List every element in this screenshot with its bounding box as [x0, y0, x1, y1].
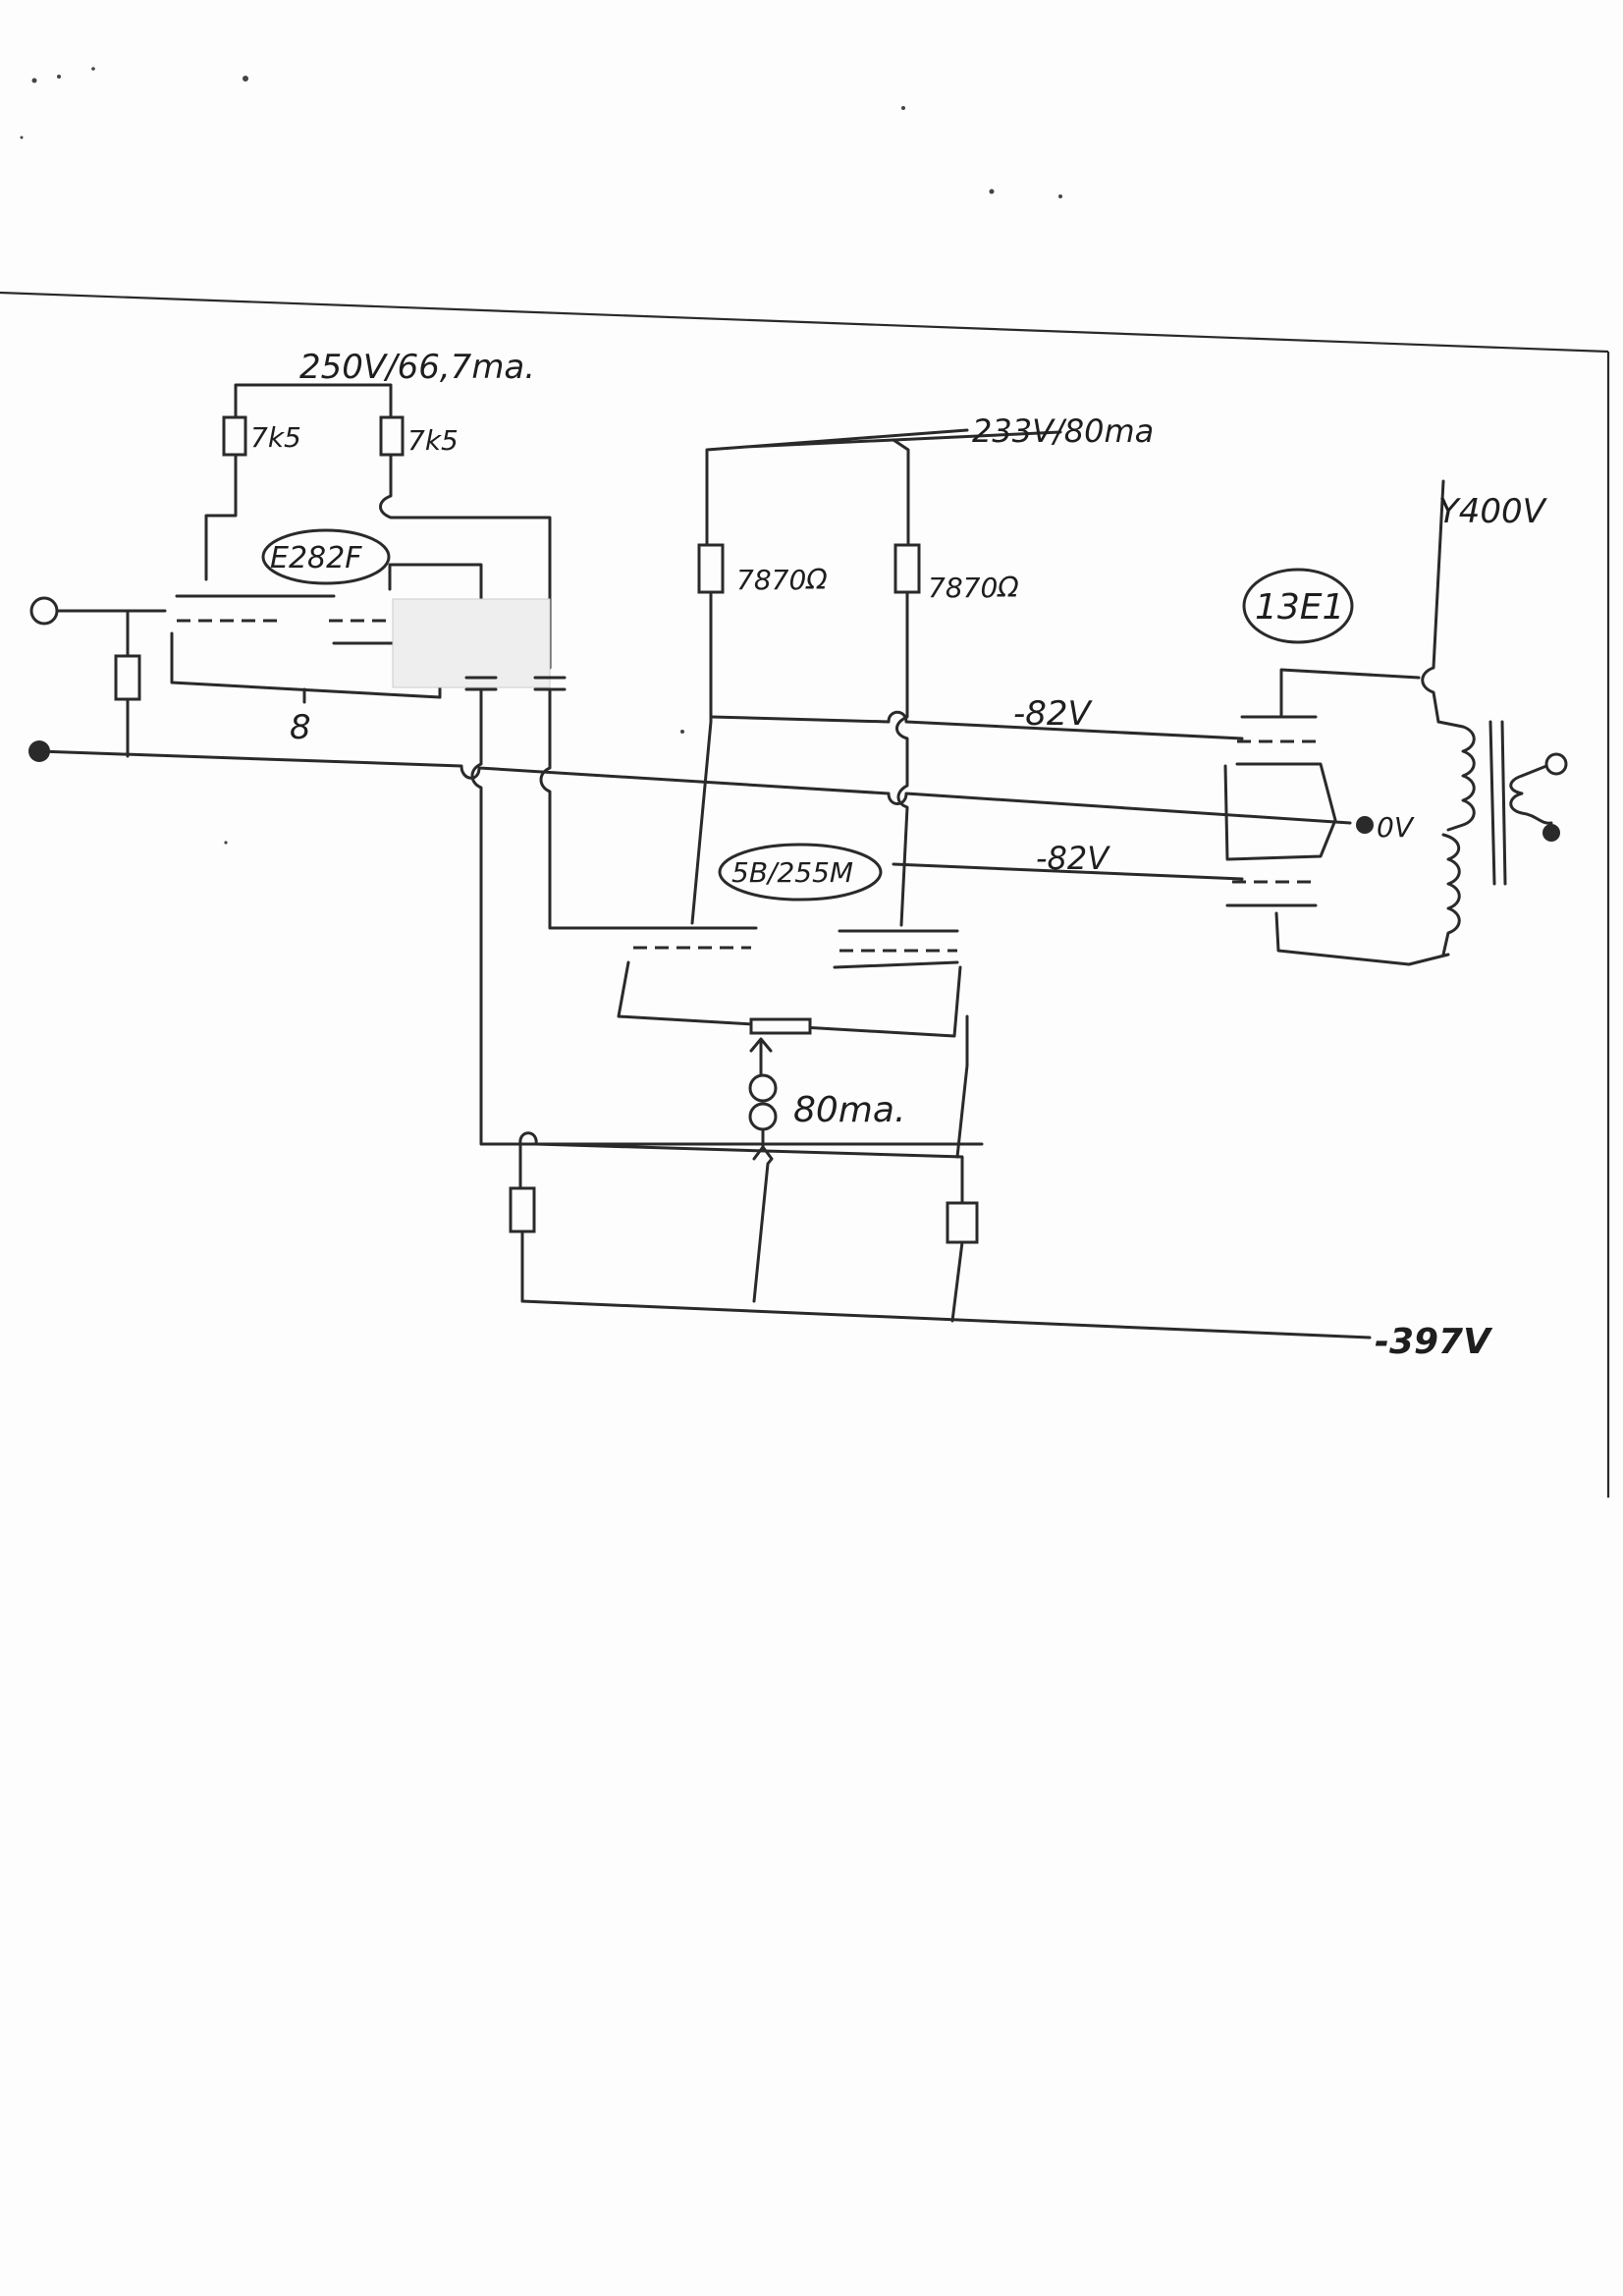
tail-resistor-2 — [946, 1201, 979, 1244]
label-resistor-mid-2: 7870Ω — [928, 572, 1019, 604]
input-terminal — [29, 596, 59, 626]
label-supply-right: Y400V — [1438, 492, 1548, 531]
label-resistor-left-2: 7k5 — [407, 424, 459, 457]
tube-13e1-badge — [1242, 568, 1354, 644]
resistor-7k5-2 — [379, 415, 405, 457]
upper-bias-wire — [710, 710, 1244, 740]
negative-supply-bus — [520, 1299, 1372, 1339]
tail-link — [955, 1014, 969, 1159]
mid-wire-right — [895, 590, 909, 927]
label-tube-mid: 5B/255M — [731, 856, 853, 889]
transformer-secondary — [1509, 774, 1553, 825]
mid-wire-left — [690, 590, 713, 925]
tail-wire-left — [518, 1131, 964, 1205]
supply-rail-left — [234, 383, 393, 419]
tube-13e1-anode-upper — [1279, 668, 1421, 717]
ground-node — [1356, 816, 1374, 834]
resistor-7k5-1 — [222, 415, 247, 457]
coupling-wire-1 — [470, 687, 984, 1146]
label-tube-output: 13E1 — [1255, 587, 1344, 628]
left-anode-wire-1 — [204, 453, 238, 581]
current-source-ring-2 — [748, 1102, 778, 1131]
output-lead — [1520, 764, 1548, 778]
tail-resistor-2-lead — [950, 1240, 964, 1323]
resistor-7870-2 — [893, 543, 921, 594]
tube-13e1-anode-lower — [1274, 911, 1450, 966]
transformer-primary — [1436, 720, 1476, 957]
resistor-7870-1 — [697, 543, 725, 594]
tube-e282f-badge — [261, 528, 391, 585]
coupling-wire-2 — [539, 687, 630, 930]
label-resistor-mid-1: 7870Ω — [736, 564, 828, 596]
output-terminal-2 — [1542, 824, 1560, 842]
label-bias-lower: -82V — [1036, 840, 1110, 877]
supply-rail-mid — [705, 428, 1062, 547]
transformer-core — [1488, 720, 1507, 886]
sheet-top-edge — [0, 291, 1609, 354]
tail-resistor-1 — [509, 1186, 536, 1233]
taped-patch — [392, 598, 551, 688]
input-resistor — [114, 654, 141, 701]
current-source-ring-1 — [748, 1073, 778, 1103]
current-source-arrow — [749, 1037, 773, 1077]
current-source-wire — [752, 1127, 774, 1303]
label-supply-negative: -397V — [1375, 1322, 1493, 1362]
tube-13e1-cathode — [1223, 762, 1337, 861]
label-current-source: 80ma. — [793, 1090, 905, 1130]
cathode-resistor — [749, 1017, 812, 1035]
label-resistor-left-1: 7k5 — [250, 421, 301, 454]
label-supply-top-mid: 233V/80ma — [972, 412, 1154, 450]
label-tube-left: E282F — [270, 541, 362, 575]
label-cathode-value: 8 — [290, 708, 311, 747]
tube-5b255m-badge — [718, 843, 883, 902]
output-supply-wire — [1421, 479, 1445, 724]
label-ground: 0V — [1377, 811, 1415, 844]
tube-5b255m-link — [833, 960, 959, 969]
label-bias-upper: -82V — [1013, 694, 1094, 734]
lower-bias-wire — [892, 862, 1244, 881]
label-supply-top-left: 250V/66,7ma. — [299, 348, 535, 387]
output-terminal-1 — [1544, 752, 1568, 776]
ground-bus — [37, 749, 1352, 825]
left-anode-wire-2 — [379, 453, 552, 670]
scan-specks — [20, 67, 1062, 845]
